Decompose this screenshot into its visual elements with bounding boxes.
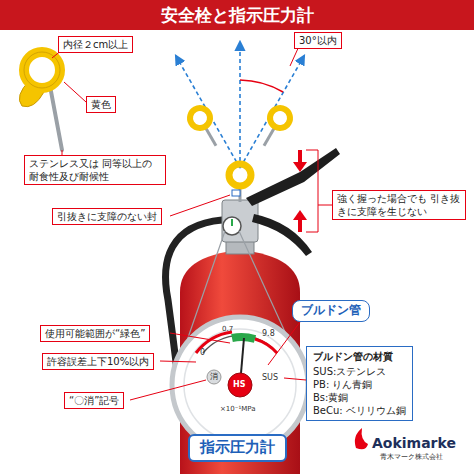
scale-number: 0.7 — [222, 326, 233, 333]
node-text: 使用可能範囲が“緑色” — [45, 327, 145, 340]
size-note: 内径２cm以上 — [58, 36, 133, 53]
tilted-rings — [186, 104, 293, 150]
node-text: BeCu: ベリリウム銅 — [313, 404, 406, 417]
angle-lines — [176, 42, 304, 168]
node-text: ブルドン管 — [301, 303, 361, 319]
leader-lines — [52, 44, 306, 400]
scale-number: 9.8 — [262, 330, 275, 338]
logo-mark — [355, 428, 368, 449]
node-text: 引抜きに支障のない封 — [57, 210, 157, 223]
material-code: SUS — [262, 374, 278, 382]
node-text: 30°以内 — [299, 34, 337, 47]
material-note: ステンレス又は 同等以上の耐食性及び耐候性 — [24, 155, 166, 185]
node-text: ステンレス又は 同等以上の耐食性及び耐候性 — [29, 157, 161, 183]
grip-note: 強く握った場合でも 引き抜きに支障を生じない — [332, 190, 466, 220]
range-note: 使用可能範囲が“緑色” — [40, 325, 150, 342]
ring-detail — [19, 52, 62, 150]
bourdon-label: ブルドン管 — [292, 300, 370, 322]
unit-label: ×10⁻¹MPa — [220, 406, 256, 413]
node-text: 内径２cm以上 — [63, 38, 128, 51]
force-arrows — [293, 150, 332, 232]
node-text: Bs:黄銅 — [313, 391, 406, 404]
gauge-title: 指示圧力計 — [188, 434, 287, 462]
brand-name: Aokimarke — [372, 436, 456, 450]
color-note: 黄色 — [86, 96, 116, 113]
node-text: 強く握った場合でも 引き抜きに支障を生じない — [337, 192, 461, 218]
angle-note: 30°以内 — [294, 32, 342, 49]
mark-symbol: 消 — [210, 373, 218, 381]
maker-logo: HS — [233, 381, 245, 389]
node-text: 黄色 — [91, 98, 111, 111]
title-band — [0, 0, 474, 30]
scale-number: 0 — [200, 349, 205, 357]
company-name: 青木マーク株式会社 — [380, 454, 443, 461]
node-text: PB: りん青銅 — [313, 378, 406, 391]
seal — [232, 190, 240, 196]
node-text: 許容誤差上下10%以内 — [47, 355, 149, 368]
node-text: SUS:ステンレス — [313, 365, 406, 378]
node-text: 指示圧力計 — [200, 438, 275, 458]
mark-note: “〇消”記号 — [64, 392, 124, 409]
node-text: “〇消”記号 — [69, 394, 119, 407]
material-box: ブルドン管の材質 SUS:ステンレスPB: りん青銅Bs:黄銅BeCu: ベリリウ… — [306, 346, 413, 421]
seal-note: 引抜きに支障のない封 — [52, 208, 162, 225]
tolerance-note: 許容誤差上下10%以内 — [42, 353, 154, 370]
node-text: ブルドン管の材質 — [313, 350, 406, 363]
pressure-gauge — [172, 317, 308, 453]
title: 安全栓と指示圧力計 — [0, 0, 474, 30]
